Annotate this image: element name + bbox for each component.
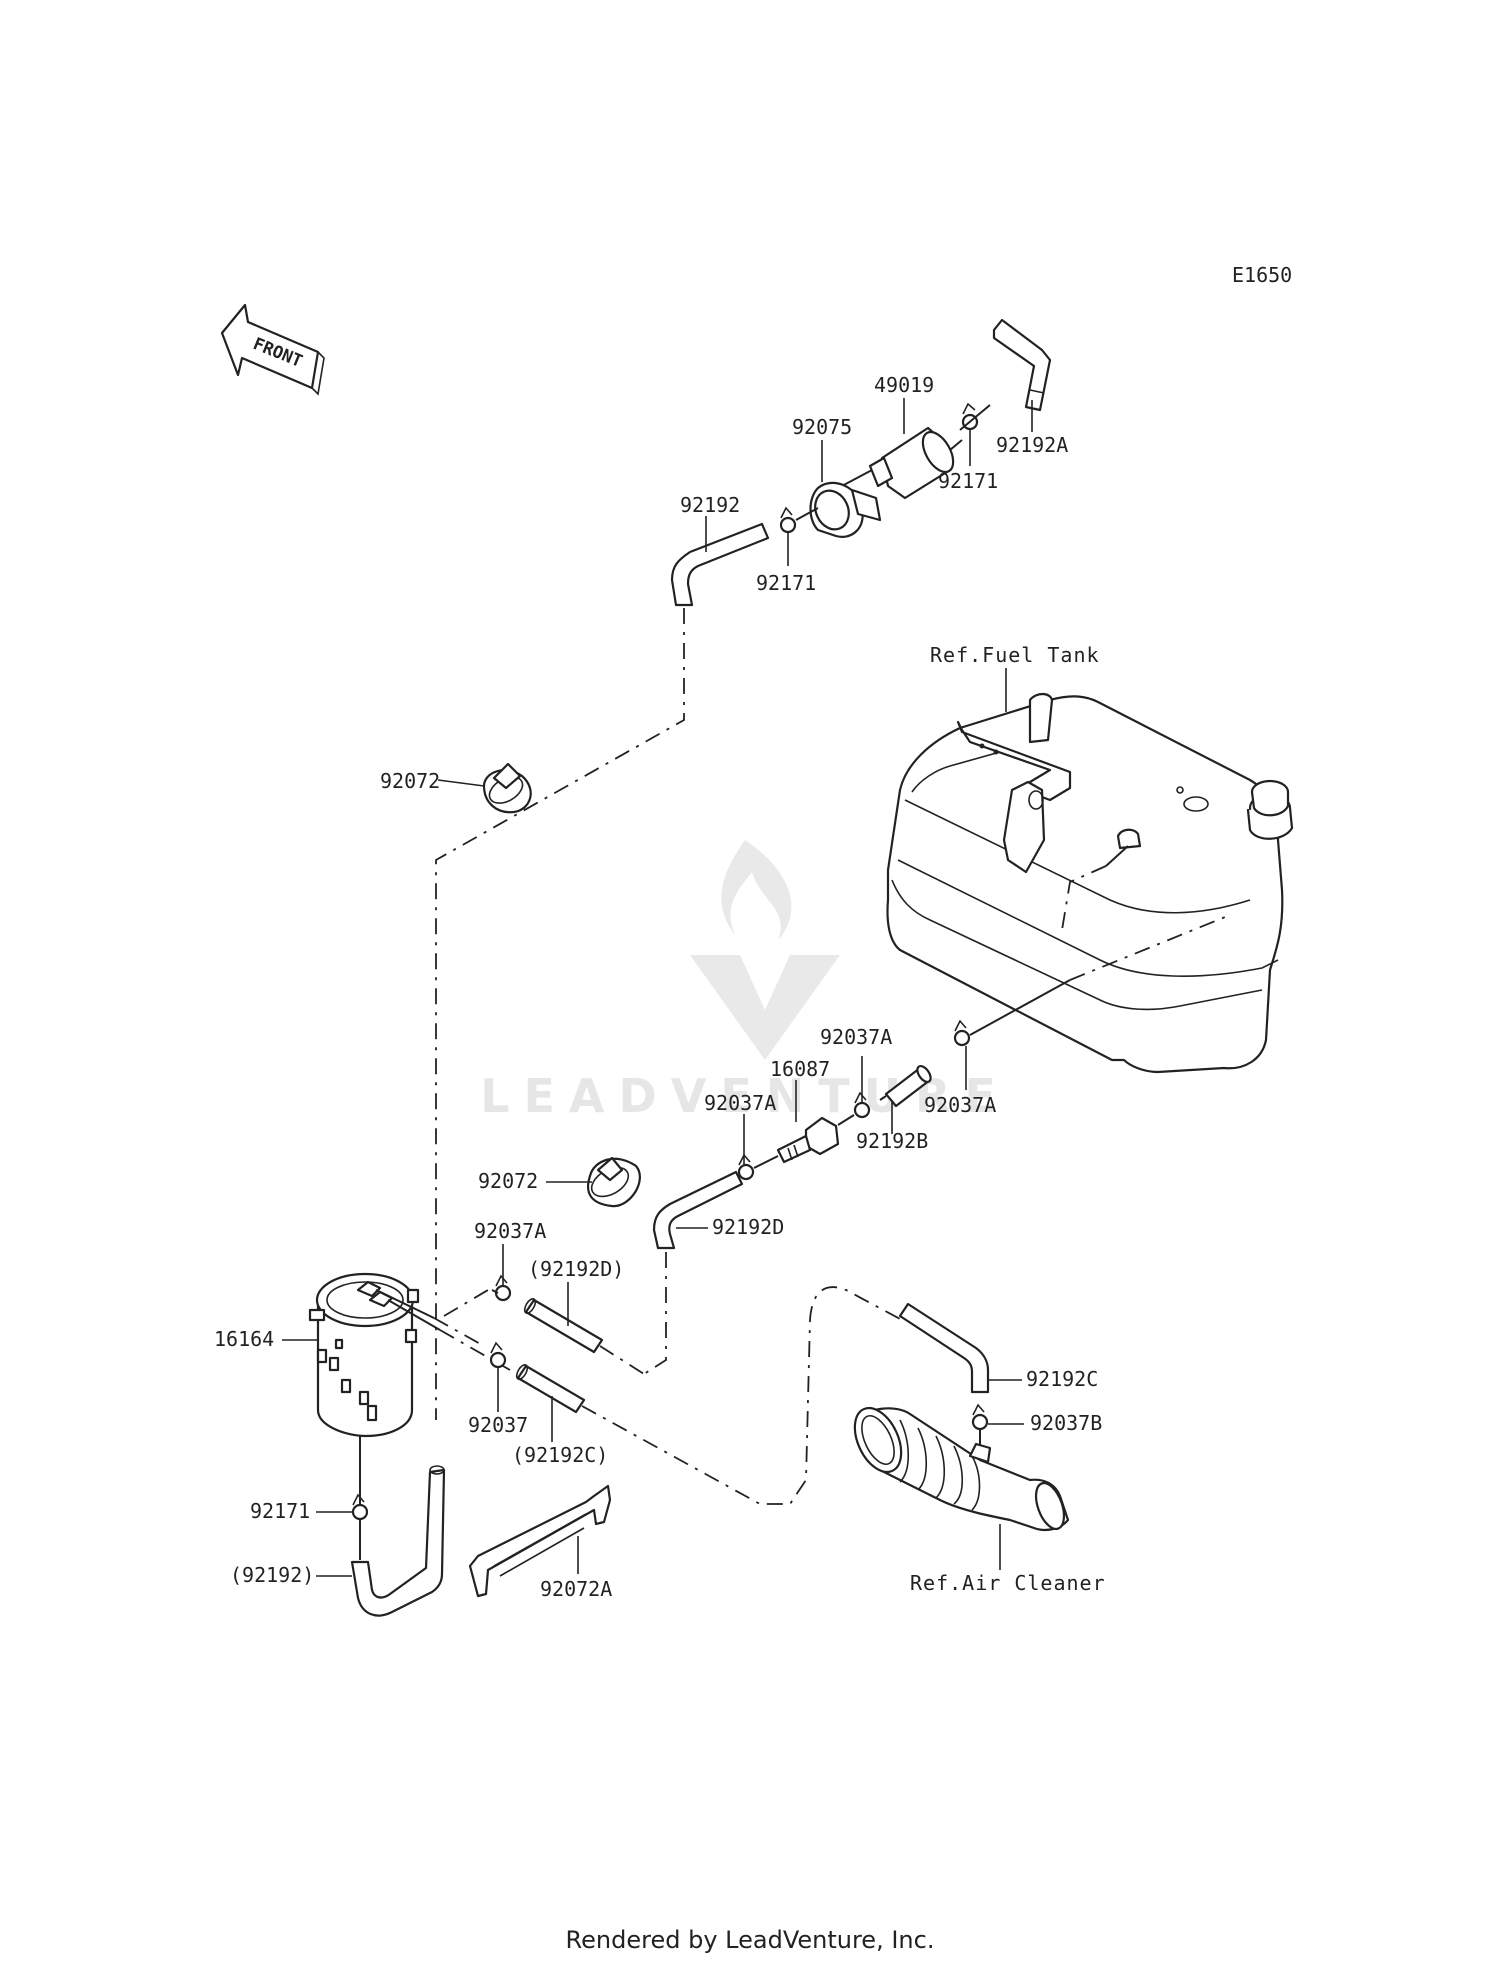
- label-92037A-3: 92037A: [924, 1093, 996, 1117]
- label-92192-top: 92192: [680, 493, 740, 517]
- route-line-canister-3: [443, 1289, 489, 1317]
- label-92171-top: 92171: [938, 469, 998, 493]
- label-49019: 49019: [874, 373, 934, 397]
- route-line-left: [435, 608, 685, 1420]
- route-line-92192D-paren: [599, 1345, 645, 1375]
- label-92072A: 92072A: [540, 1577, 612, 1601]
- valve-16087: [776, 1116, 840, 1164]
- route-line-92192D: [643, 1252, 667, 1375]
- front-arrow-icon: FRONT: [220, 303, 325, 396]
- hose-92192C: [898, 1302, 990, 1394]
- route-line-tank-2: [1069, 914, 1231, 981]
- label-92192C-paren: (92192C): [512, 1443, 608, 1467]
- band-92072-top: [482, 762, 532, 814]
- clamp-92171-bottom: [351, 1493, 369, 1521]
- label-ref-air-cleaner: Ref.Air Cleaner: [910, 1571, 1106, 1595]
- fuel-filter-49019: [839, 426, 963, 500]
- route-line-canister-1: [433, 1317, 485, 1347]
- label-92037A-4: 92037A: [474, 1219, 546, 1243]
- label-92171-bottom: 92171: [250, 1499, 310, 1523]
- label-ref-fuel-tank: Ref.Fuel Tank: [930, 643, 1100, 667]
- label-92072-top: 92072: [380, 769, 440, 793]
- label-92037A-2: 92037A: [704, 1091, 776, 1115]
- label-92072-mid: 92072: [478, 1169, 538, 1193]
- band-92072-mid: [586, 1156, 641, 1208]
- hose-92192D-paren: [523, 1297, 604, 1354]
- band-92075: [809, 481, 882, 538]
- clamp-92037A-right: [953, 1019, 971, 1047]
- fuel-tank: [886, 692, 1294, 1074]
- label-92037A-1: 92037A: [820, 1025, 892, 1049]
- diagram-code: E1650: [1232, 263, 1292, 287]
- air-cleaner-duct: [853, 1406, 1070, 1531]
- clamp-92037: [489, 1341, 507, 1369]
- label-92192A: 92192A: [996, 433, 1068, 457]
- label-92171-mid: 92171: [756, 571, 816, 595]
- footer-credit: Rendered by LeadVenture, Inc.: [565, 1926, 935, 1954]
- label-92037: 92037: [468, 1413, 528, 1437]
- clamp-92037A-mid: [853, 1091, 871, 1119]
- route-line-92192C: [581, 1286, 903, 1505]
- label-92037B: 92037B: [1030, 1411, 1102, 1435]
- label-92192B: 92192B: [856, 1129, 928, 1153]
- label-16087: 16087: [770, 1057, 830, 1081]
- clamp-92037A-left: [737, 1153, 755, 1181]
- route-line-tank: [1061, 865, 1107, 931]
- canister-16164: [308, 1272, 420, 1438]
- hose-92192C-paren: [515, 1363, 586, 1414]
- label-92192-paren: (92192): [230, 1563, 314, 1587]
- hose-92192A: [992, 318, 1052, 412]
- label-92075: 92075: [792, 415, 852, 439]
- clamp-92037B: [971, 1403, 989, 1431]
- label-92192D-paren: (92192D): [528, 1257, 624, 1281]
- strap-92072A: [468, 1484, 612, 1598]
- label-16164: 16164: [214, 1327, 274, 1351]
- hose-92192D: [652, 1170, 744, 1250]
- hose-92192-bottom: [350, 1465, 446, 1617]
- label-92192C: 92192C: [1026, 1367, 1098, 1391]
- hose-92192-top: [670, 522, 770, 607]
- clamp-92171-mid: [779, 506, 797, 534]
- label-92192D: 92192D: [712, 1215, 784, 1239]
- route-line-canister-2: [439, 1329, 511, 1371]
